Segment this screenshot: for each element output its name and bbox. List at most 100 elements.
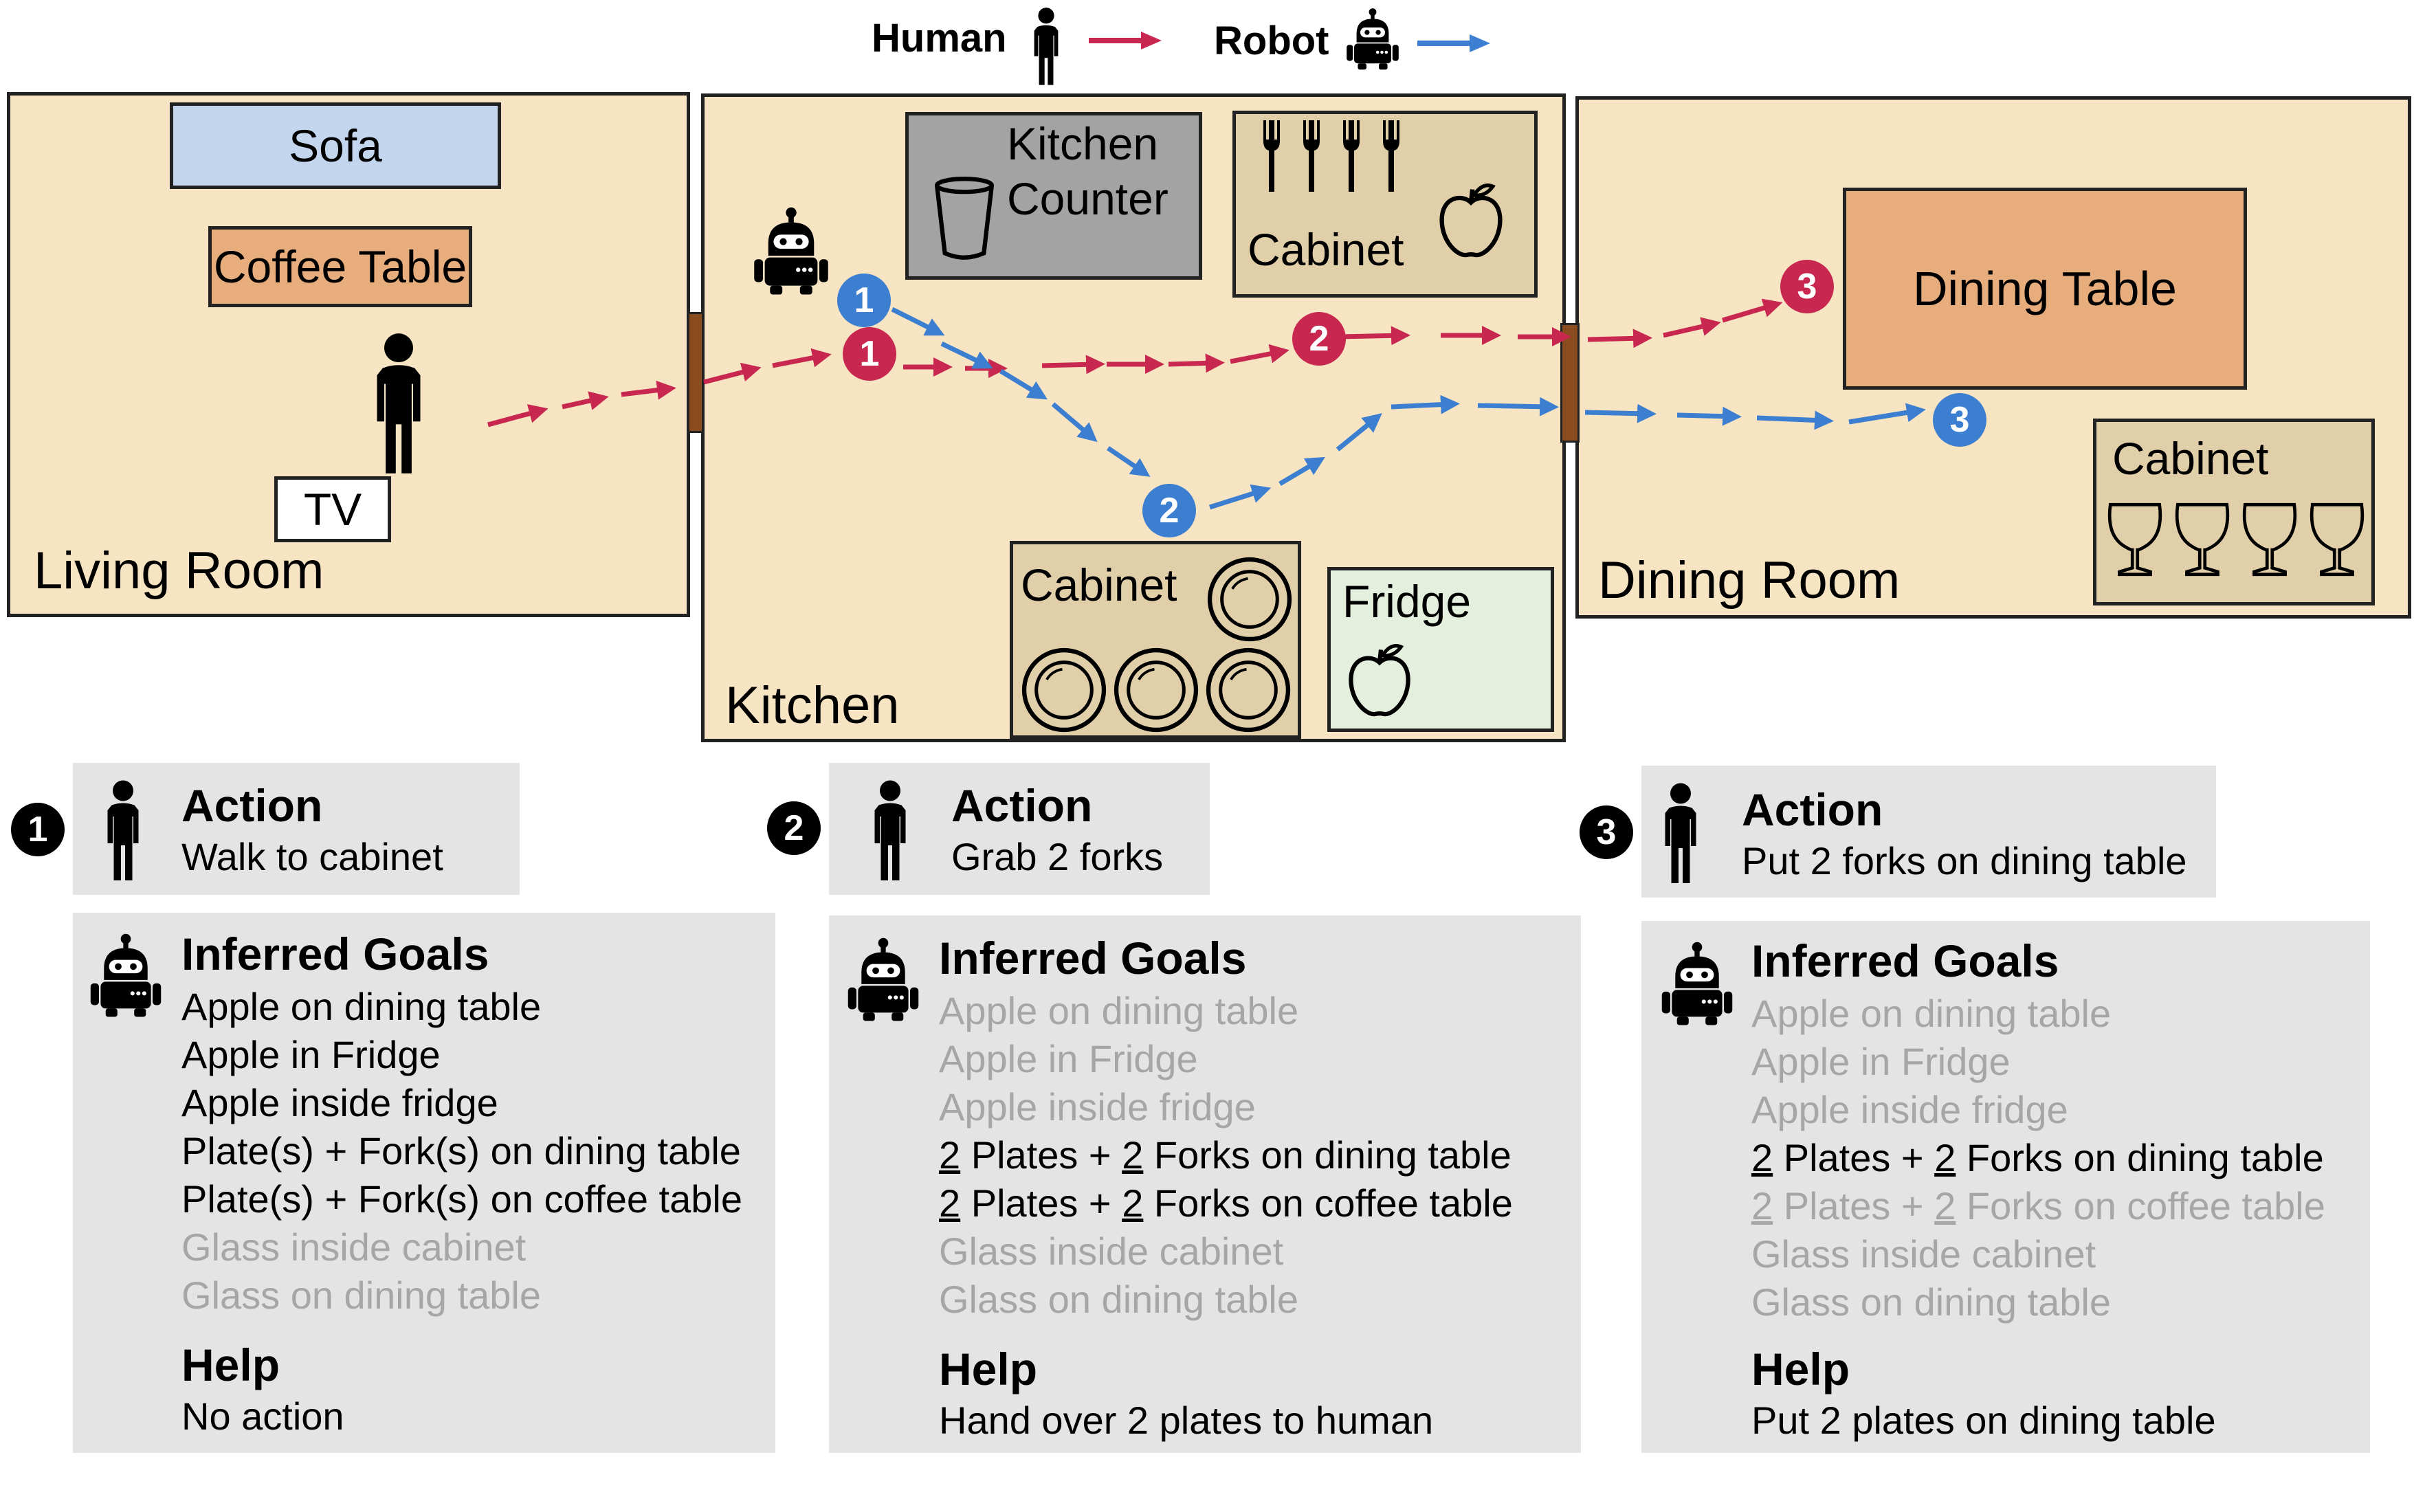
inferred-goal-item: Apple in Fridge (181, 1032, 441, 1077)
goal-text: Apple inside fridge (181, 1081, 498, 1124)
inferred-goal-item: Apple on dining table (939, 988, 1298, 1033)
action-text: Walk to cabinet (181, 835, 443, 878)
robot-path (891, 307, 1926, 510)
help-title: Help (939, 1344, 1038, 1394)
living-room: Sofa Coffee Table TV Living Room (7, 92, 690, 617)
goal-text: Forks on coffee table (1956, 1184, 2325, 1227)
action-title: Action (1742, 784, 1883, 835)
robot-icon (84, 932, 168, 1021)
human-step-marker: 3 (1780, 260, 1834, 313)
dining-room: Dining Table Cabinet Dining Room (1575, 96, 2411, 619)
inferred-goal-item: Apple in Fridge (939, 1036, 1198, 1081)
goal-count: 2 (1751, 1136, 1773, 1179)
goal-count: 2 (1934, 1184, 1956, 1227)
cabinet-forks (1232, 111, 1538, 298)
goal-text: Plates + (960, 1133, 1122, 1177)
human-legend-arrow (1089, 32, 1162, 49)
kitchen: Kitchen Counter Cabinet Cabinet Fridge K… (701, 93, 1566, 742)
inferred-goal-item: Apple in Fridge (1751, 1039, 2011, 1084)
goal-count: 2 (1122, 1181, 1144, 1225)
help-text: Hand over 2 plates to human (939, 1399, 1434, 1442)
goal-text: Apple inside fridge (1751, 1088, 2068, 1131)
action-text: Put 2 forks on dining table (1742, 839, 2187, 882)
goal-text: Forks on coffee table (1143, 1181, 1513, 1225)
action-panel-step-2: Action Grab 2 forks (829, 763, 1210, 895)
inferred-goal-item: Apple on dining table (1751, 991, 2111, 1036)
cabinet-forks-label: Cabinet (1248, 224, 1404, 275)
human-icon (107, 780, 139, 880)
inferred-goal-item: Apple inside fridge (939, 1085, 1256, 1129)
goal-count: 2 (1122, 1133, 1144, 1177)
inferred-goal-item: Glass inside cabinet (181, 1225, 526, 1269)
robot-step-marker: 2 (1142, 484, 1196, 537)
living-room-label: Living Room (34, 542, 324, 600)
kitchen-label: Kitchen (725, 676, 900, 735)
legend: Human Robot (0, 0, 2414, 85)
goals-title: Inferred Goals (1751, 935, 2059, 986)
inferred-goal-item: Plate(s) + Fork(s) on coffee table (181, 1177, 742, 1221)
fridge (1327, 567, 1554, 732)
action-panel-step-1: Action Walk to cabinet (73, 763, 520, 895)
robot-icon (1655, 940, 1739, 1030)
cabinet-plates-label: Cabinet (1021, 559, 1177, 610)
coffee-table: Coffee Table (208, 226, 472, 307)
goal-text: Plate(s) + Fork(s) on dining table (181, 1129, 741, 1172)
help-title: Help (1751, 1344, 1850, 1394)
goal-text: Glass inside cabinet (1751, 1232, 2096, 1276)
human-icon (874, 780, 906, 880)
goal-text: Apple inside fridge (939, 1085, 1256, 1129)
goal-text: Apple in Fridge (939, 1037, 1198, 1080)
inferred-goal-item: Glass inside cabinet (1751, 1232, 2096, 1276)
goal-count: 2 (939, 1181, 961, 1225)
human-step-marker: 1 (843, 327, 896, 381)
help-text: No action (181, 1394, 344, 1438)
goal-text: Apple in Fridge (1751, 1040, 2011, 1083)
inferred-goal-item: Apple on dining table (181, 984, 541, 1029)
dining-table: Dining Table (1843, 188, 2247, 390)
goals-title: Inferred Goals (181, 929, 489, 979)
goal-text: Glass on dining table (939, 1278, 1299, 1321)
help-text: Put 2 plates on dining table (1751, 1399, 2216, 1442)
action-title: Action (181, 780, 323, 831)
goal-text: Glass inside cabinet (939, 1230, 1284, 1273)
kitchen-counter (905, 112, 1202, 280)
inferred-goal-item: Apple inside fridge (181, 1080, 498, 1125)
kitchen-counter-label-2: Counter (1007, 173, 1169, 224)
cabinet-glasses-label: Cabinet (2112, 433, 2269, 484)
sofa: Sofa (170, 102, 501, 189)
goal-count: 2 (939, 1133, 961, 1177)
action-title: Action (951, 780, 1093, 831)
goal-text: Glass on dining table (181, 1274, 542, 1317)
legend-human-label: Human (872, 16, 1007, 60)
goal-text: Forks on dining table (1956, 1136, 2324, 1179)
goal-text: Forks on dining table (1143, 1133, 1511, 1177)
step-number-badge: 1 (11, 803, 65, 856)
action-panel-step-3: Action Put 2 forks on dining table (1641, 766, 2216, 898)
help-title: Help (181, 1339, 280, 1390)
inferred-goal-item: 2 Plates + 2 Forks on dining table (1751, 1135, 2324, 1180)
tv: TV (274, 476, 391, 542)
goal-text: Glass inside cabinet (181, 1225, 527, 1269)
goals-title: Inferred Goals (939, 933, 1247, 983)
robot-step-marker: 1 (837, 274, 891, 327)
inferred-goal-item: Glass on dining table (939, 1277, 1298, 1322)
step-number-badge: 3 (1580, 805, 1633, 859)
goal-count: 2 (1934, 1136, 1956, 1179)
legend-robot-label: Robot (1214, 19, 1329, 63)
trajectory-layer (487, 298, 1926, 510)
inferred-goal-item: 2 Plates + 2 Forks on dining table (939, 1133, 1511, 1177)
action-text: Grab 2 forks (951, 835, 1164, 878)
inferred-goal-item: 2 Plates + 2 Forks on coffee table (1751, 1183, 2325, 1228)
inferred-goal-item: Plate(s) + Fork(s) on dining table (181, 1129, 741, 1173)
inferred-goal-item: Glass on dining table (1751, 1280, 2111, 1324)
human-step-marker: 2 (1292, 312, 1346, 366)
inferred-goal-item: Apple inside fridge (1751, 1087, 2068, 1132)
goal-text: Plates + (1773, 1136, 1935, 1179)
goal-text: Plates + (960, 1181, 1122, 1225)
goal-text: Apple on dining table (939, 989, 1299, 1032)
inferred-goal-item: Glass inside cabinet (939, 1229, 1283, 1274)
door-living-kitchen (687, 312, 704, 433)
